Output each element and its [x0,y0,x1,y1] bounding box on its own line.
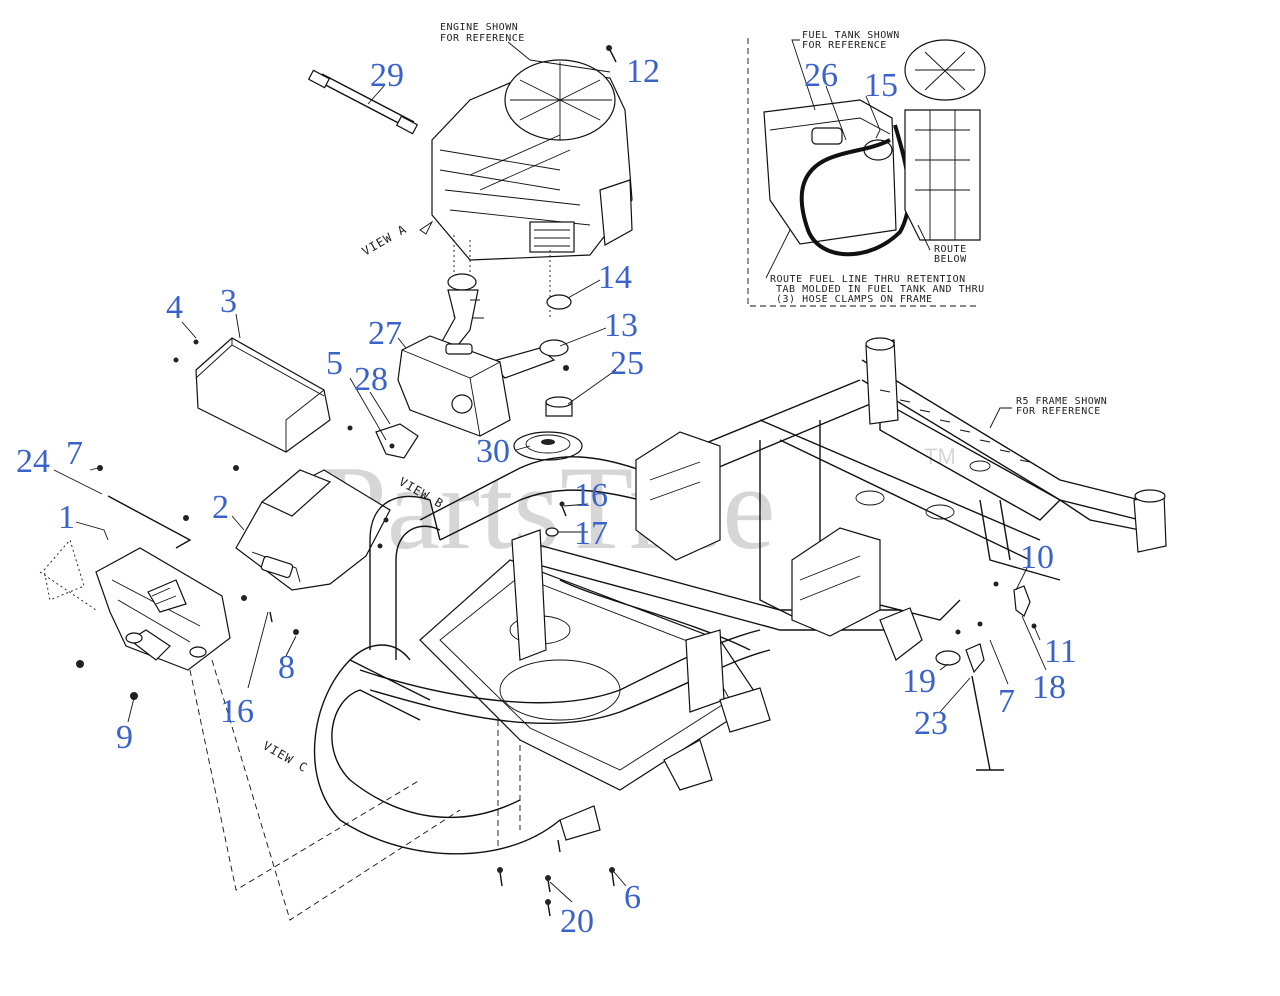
part-24-rod [107,495,192,549]
callout-19: 19 [902,663,936,700]
callout-7-right: 7 [998,683,1015,720]
view-a-label: VIEW A [360,222,410,259]
route-side-note-2: BELOW [934,254,967,265]
fuel-tank-shape [763,99,897,245]
part-3-cover [195,337,331,453]
callouts: 29 12 26 15 14 13 25 30 3 4 27 5 28 7 24… [16,53,1077,940]
view-c-label: VIEW C [261,738,311,775]
part-27-muffler [397,335,511,437]
engine: ENGINE SHOWN FOR REFERENCE [431,22,633,320]
part-14-gasket [546,294,572,310]
part-23-rod [971,675,991,771]
engine-note-2: FOR REFERENCE [440,33,525,44]
callout-18: 18 [1032,669,1066,706]
callout-17: 17 [574,515,608,552]
callout-6: 6 [624,879,641,916]
callout-9: 9 [116,719,133,756]
callout-5: 5 [326,345,343,382]
route-fuel-note-3: (3) HOSE CLAMPS ON FRAME [776,294,933,305]
part-2-bracket [235,469,391,591]
callout-7-left: 7 [66,435,83,472]
callout-24: 24 [16,443,50,480]
callout-27: 27 [368,315,402,352]
callout-8: 8 [278,649,295,686]
callout-2: 2 [212,489,229,526]
frame-note-1: R5 FRAME SHOWN [1016,396,1107,407]
frame [313,337,1167,855]
fuel-tank-note-1: FUEL TANK SHOWN [802,30,900,41]
fuel-tank-inset: FUEL TANK SHOWN FOR REFERENCE ROUTE FUEL… [747,30,986,307]
route-side-note-1: ROUTE [934,244,967,255]
callout-16-left: 16 [220,693,254,730]
callout-1: 1 [58,499,75,536]
route-fuel-note-2: TAB MOLDED IN FUEL TANK AND THRU [776,284,985,295]
callout-10: 10 [1020,539,1054,576]
part-19-knob [935,650,961,666]
part-13-gasket [539,339,569,357]
callout-13: 13 [604,307,638,344]
part-29-rod [307,69,419,135]
engine-note-1: ENGINE SHOWN [440,22,518,33]
callout-29: 29 [370,57,404,94]
watermark-tm: TM [924,444,956,469]
part-10-lever [1013,585,1031,617]
callout-15: 15 [864,67,898,104]
fuel-tank-note-2: FOR REFERENCE [802,40,887,51]
callout-30: 30 [476,433,510,470]
callout-11: 11 [1044,633,1077,670]
callout-3: 3 [220,283,237,320]
callout-26: 26 [804,57,838,94]
callout-4: 4 [166,289,183,326]
callout-12: 12 [626,53,660,90]
part-28-shield [375,423,419,459]
callout-25: 25 [610,345,644,382]
callout-28: 28 [354,361,388,398]
part-30-pulley [513,431,583,461]
leader-lines [53,59,1047,903]
callout-14: 14 [598,259,632,296]
callout-16-right: 16 [574,477,608,514]
part-1-plate [95,547,231,671]
callout-23: 23 [914,705,948,742]
route-fuel-note-1: ROUTE FUEL LINE THRU RETENTION [770,274,966,285]
callout-20: 20 [560,903,594,940]
frame-note-2: FOR REFERENCE [1016,406,1101,417]
